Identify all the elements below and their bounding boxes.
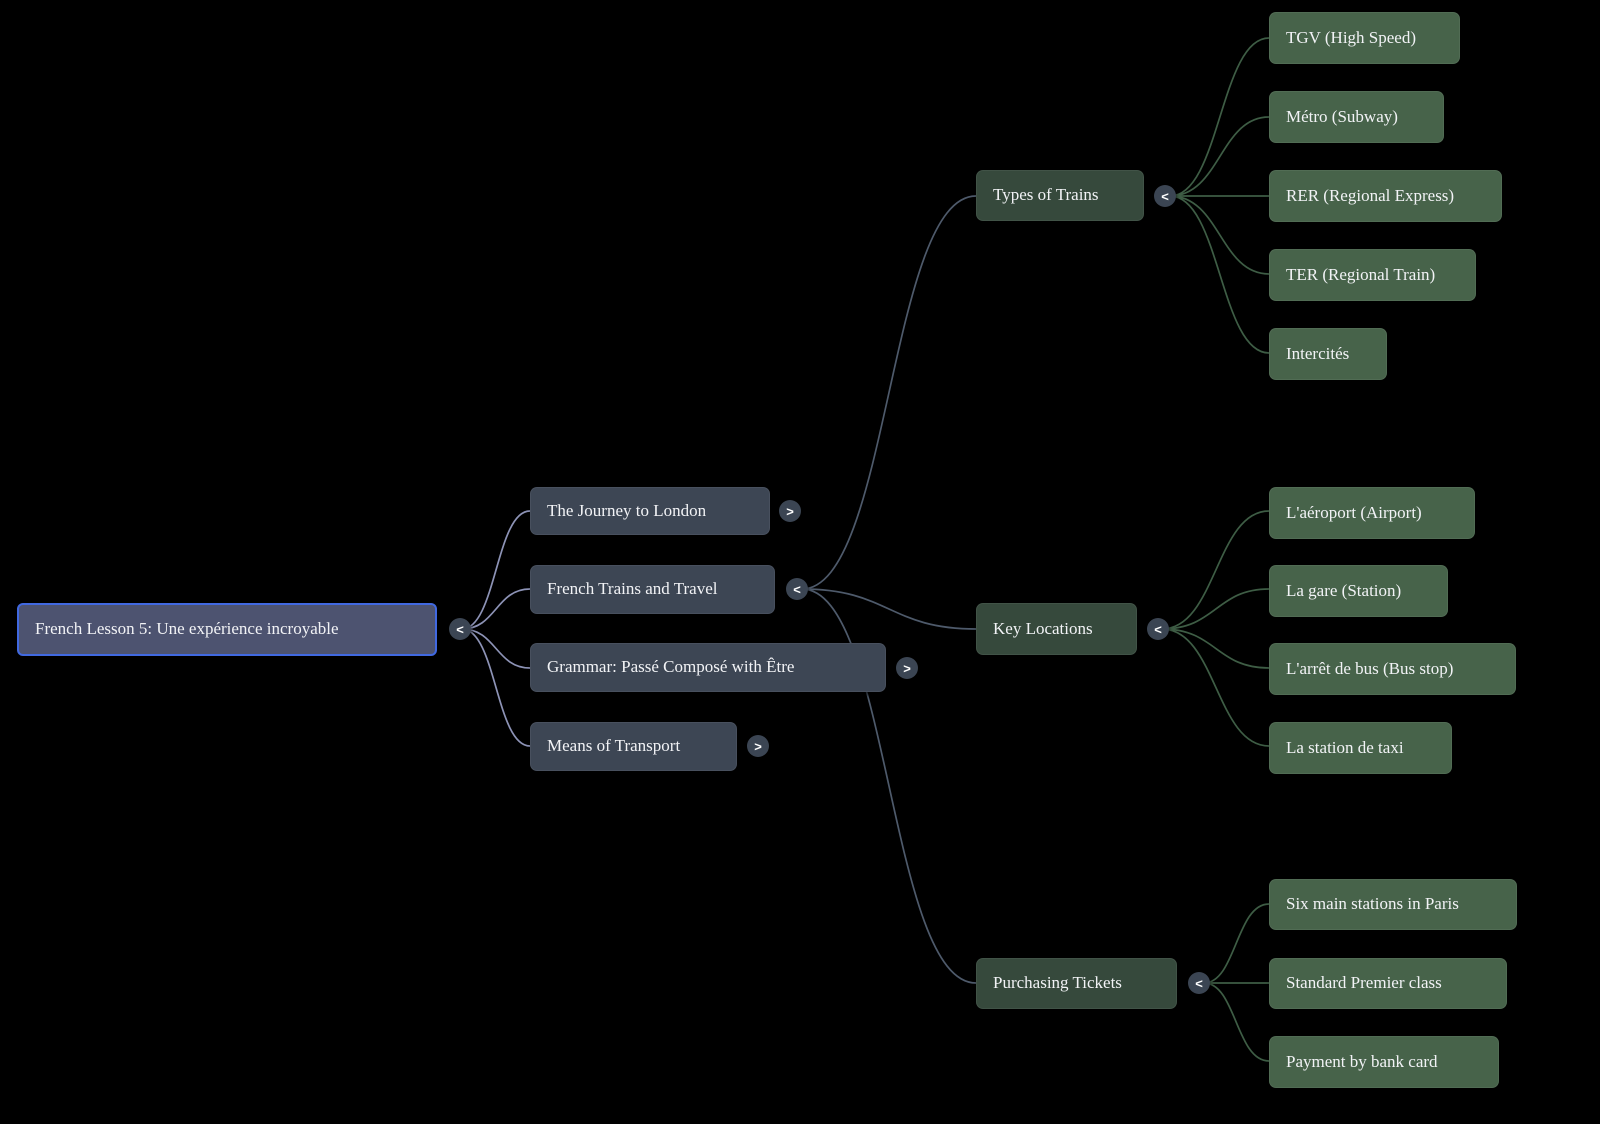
link-types-to-ter (1169, 195, 1270, 275)
node-label: RER (Regional Express) (1286, 185, 1455, 205)
link-locations-to-taxi (1161, 628, 1270, 747)
node-label: Types of Trains (993, 185, 1099, 205)
node-the-journey-to-london[interactable]: The Journey to London (530, 487, 770, 535)
link-tickets-to-bank-card (1203, 982, 1270, 1062)
node-label: French Lesson 5: Une expérience incroyab… (35, 619, 339, 639)
node-label: Intercités (1286, 343, 1350, 363)
link-root-to-journey (461, 510, 531, 630)
link-tickets-to-six-stations (1203, 903, 1270, 984)
node-label: Payment by bank card (1286, 1051, 1438, 1071)
node-standard-premier-class[interactable]: Standard Premier class (1269, 958, 1507, 1009)
node-label: Six main stations in Paris (1286, 894, 1459, 914)
node-purchasing-tickets[interactable]: Purchasing Tickets (976, 958, 1177, 1009)
node-root-french-lesson-5[interactable]: French Lesson 5: Une expérience incroyab… (17, 603, 437, 656)
node-aeroport-airport[interactable]: L'aéroport (Airport) (1269, 487, 1475, 539)
toggle-grammar-passe-compose[interactable]: > (896, 657, 918, 679)
node-label: Métro (Subway) (1286, 106, 1398, 126)
node-metro-subway[interactable]: Métro (Subway) (1269, 91, 1444, 143)
link-root-to-grammar (461, 628, 531, 669)
link-trains-to-locations (801, 588, 977, 630)
link-types-to-tgv (1169, 37, 1270, 197)
node-payment-by-bank-card[interactable]: Payment by bank card (1269, 1036, 1499, 1088)
node-label: Standard Premier class (1286, 973, 1442, 993)
toggle-root[interactable]: < (449, 618, 471, 640)
link-locations-to-aeroport (1161, 510, 1270, 630)
link-root-to-trains (461, 588, 531, 630)
toggle-means-of-transport[interactable]: > (747, 735, 769, 757)
node-station-de-taxi[interactable]: La station de taxi (1269, 722, 1452, 774)
node-la-gare-station[interactable]: La gare (Station) (1269, 565, 1448, 617)
node-label: The Journey to London (547, 500, 707, 520)
node-label: Key Locations (993, 618, 1093, 638)
node-grammar-passe-compose[interactable]: Grammar: Passé Composé with Être (530, 643, 886, 692)
toggle-purchasing-tickets[interactable]: < (1188, 972, 1210, 994)
node-tgv-high-speed[interactable]: TGV (High Speed) (1269, 12, 1460, 64)
node-six-main-stations[interactable]: Six main stations in Paris (1269, 879, 1517, 930)
toggle-key-locations[interactable]: < (1147, 618, 1169, 640)
link-types-to-intercites (1169, 195, 1270, 354)
toggle-types-of-trains[interactable]: < (1154, 185, 1176, 207)
node-label: Grammar: Passé Composé with Être (547, 657, 795, 677)
node-ter-regional-train[interactable]: TER (Regional Train) (1269, 249, 1476, 301)
toggle-the-journey-to-london[interactable]: > (779, 500, 801, 522)
node-rer-regional-express[interactable]: RER (Regional Express) (1269, 170, 1502, 222)
link-root-to-transport (461, 628, 531, 747)
node-key-locations[interactable]: Key Locations (976, 603, 1137, 655)
link-locations-to-gare (1161, 588, 1270, 630)
node-intercites[interactable]: Intercités (1269, 328, 1387, 380)
node-label: La gare (Station) (1286, 580, 1402, 600)
link-types-to-metro (1169, 116, 1270, 197)
node-types-of-trains[interactable]: Types of Trains (976, 170, 1144, 221)
node-label: L'aéroport (Airport) (1286, 502, 1422, 522)
link-locations-to-arret (1161, 628, 1270, 669)
node-label: Means of Transport (547, 736, 681, 756)
node-label: L'arrêt de bus (Bus stop) (1286, 658, 1454, 678)
node-label: Purchasing Tickets (993, 973, 1122, 993)
node-means-of-transport[interactable]: Means of Transport (530, 722, 737, 771)
node-label: La station de taxi (1286, 737, 1404, 757)
node-french-trains-and-travel[interactable]: French Trains and Travel (530, 565, 775, 614)
node-arret-de-bus-stop[interactable]: L'arrêt de bus (Bus stop) (1269, 643, 1516, 695)
link-trains-to-types (801, 195, 977, 590)
node-label: TGV (High Speed) (1286, 27, 1416, 47)
toggle-french-trains-and-travel[interactable]: < (786, 578, 808, 600)
node-label: French Trains and Travel (547, 579, 718, 599)
node-label: TER (Regional Train) (1286, 264, 1436, 284)
